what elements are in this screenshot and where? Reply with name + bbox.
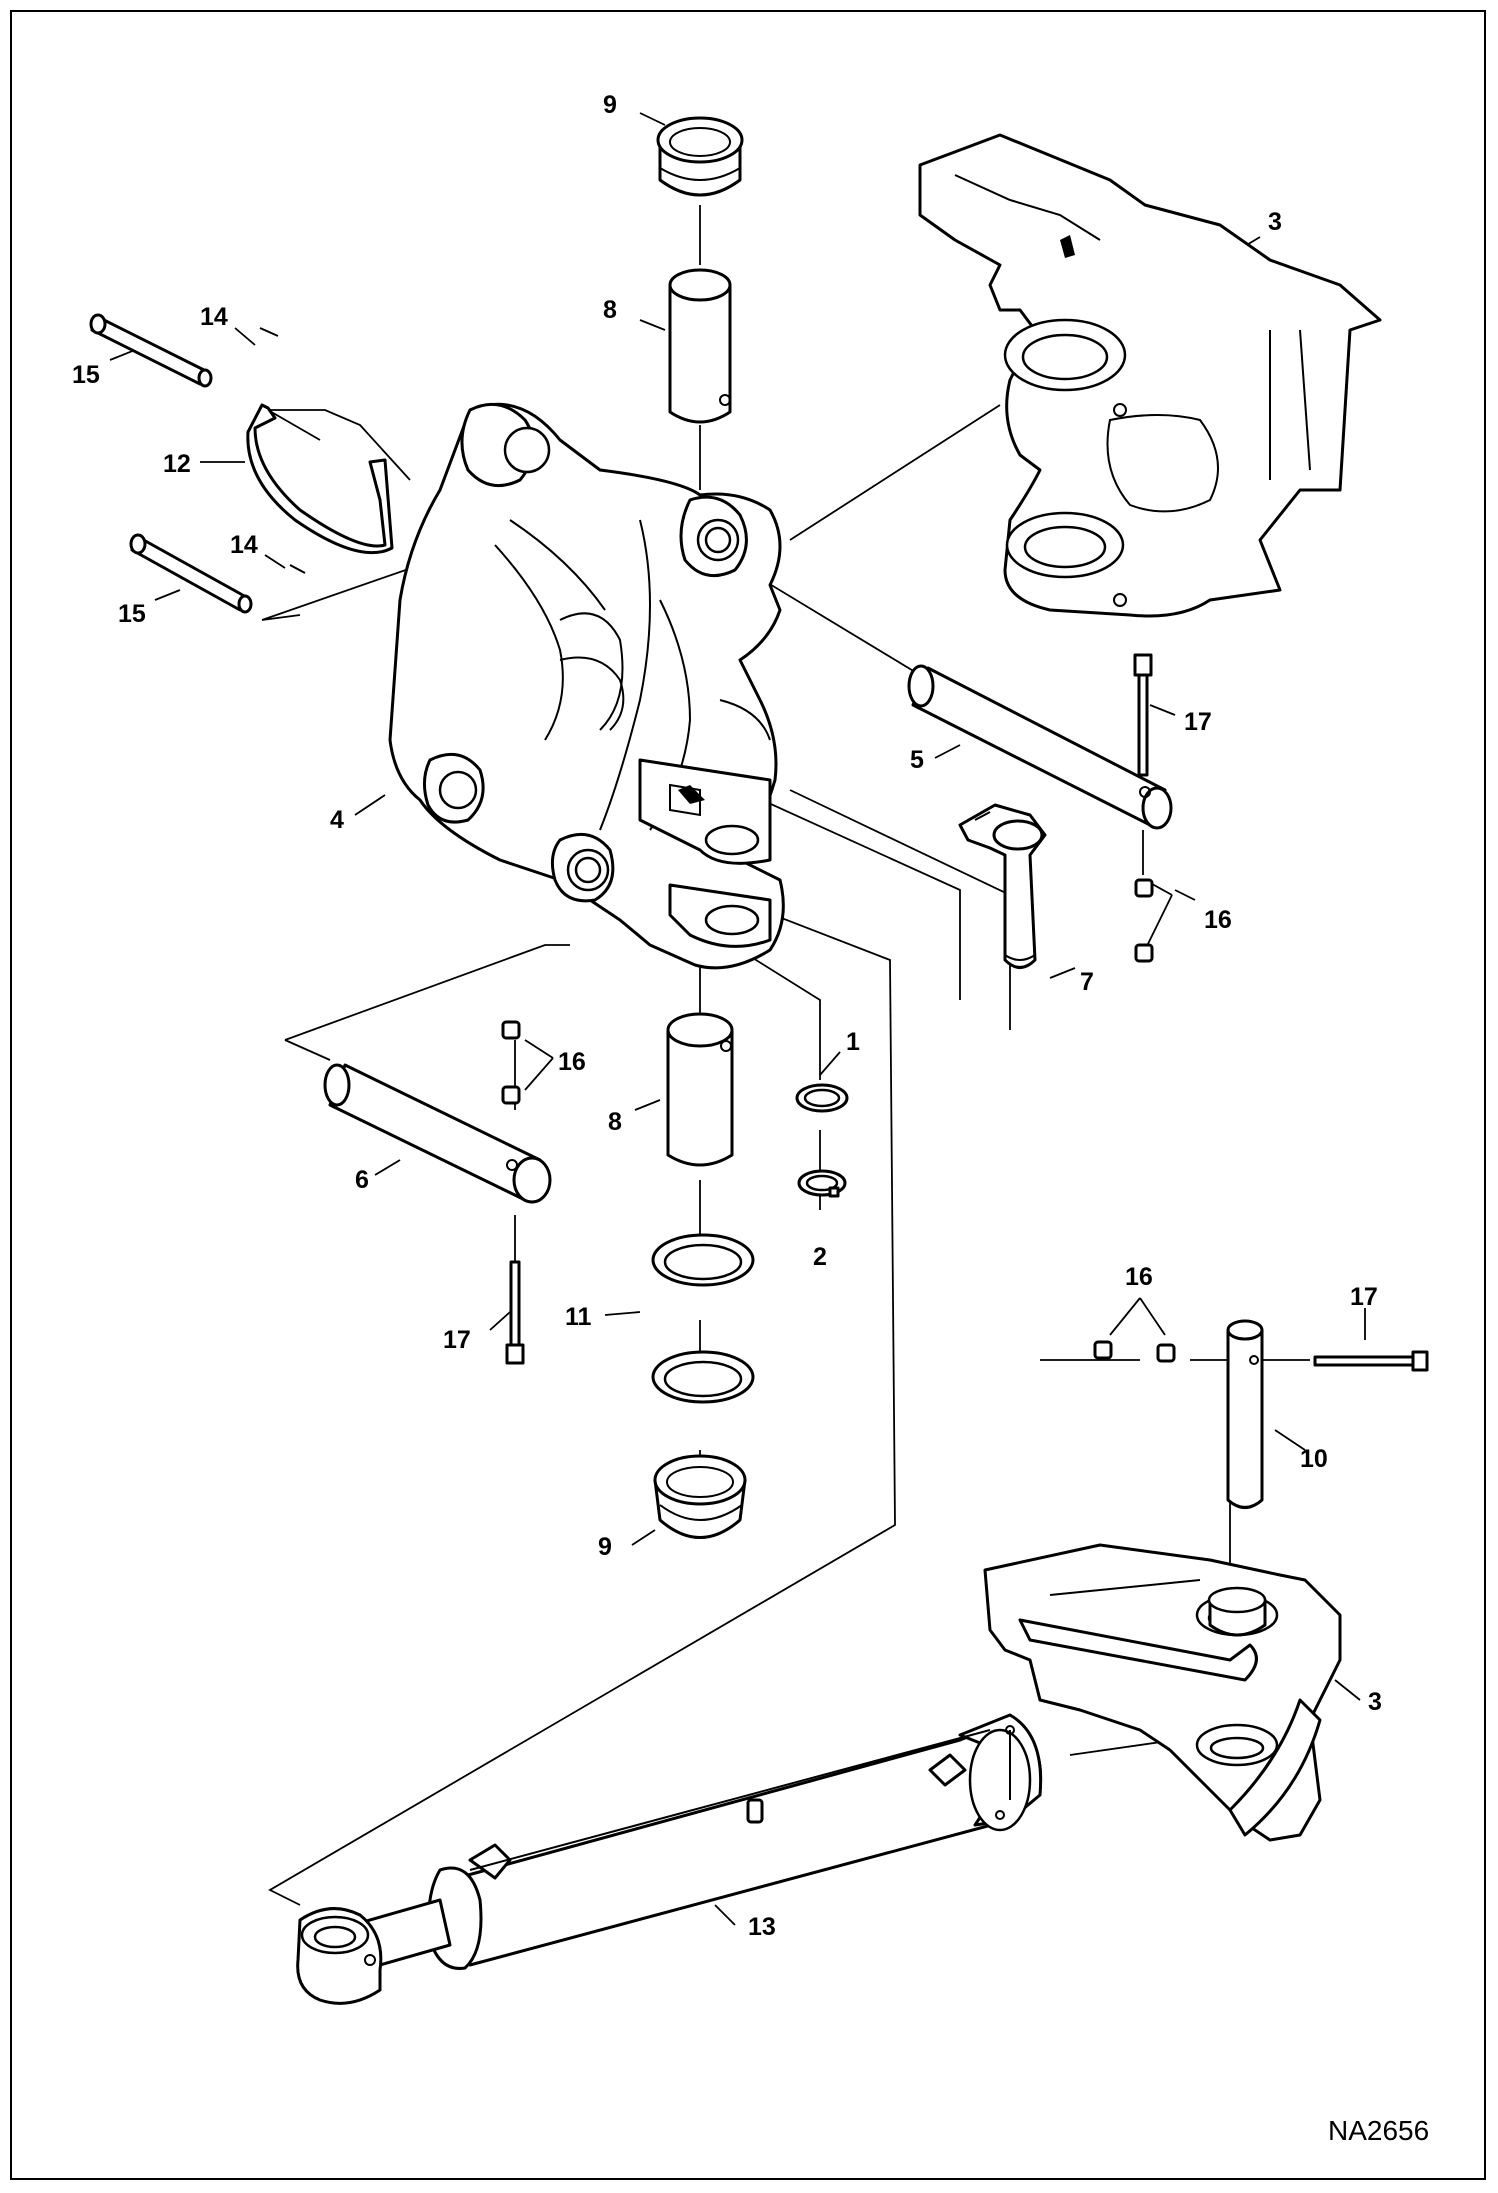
callout-15-top: 15: [72, 361, 100, 389]
callout-11: 11: [565, 1303, 592, 1331]
pin-part-5: [907, 664, 1173, 830]
snap-ring-part-1: [795, 1083, 849, 1113]
callout-9-top: 9: [603, 91, 617, 119]
callout-2: 2: [813, 1243, 827, 1271]
bushing-part-9-bottom: [653, 1454, 747, 1539]
callout-1: 1: [846, 1028, 860, 1056]
bolt-part-17-left: [505, 1260, 525, 1365]
frame-part-3-bottom: [983, 1543, 1342, 1842]
pin-part-15-middle: [129, 533, 253, 614]
nut-part-16-lower-b: [1156, 1343, 1176, 1363]
pin-part-7: [958, 803, 1047, 969]
nut-part-16-right-b: [1134, 943, 1154, 963]
callout-8-top: 8: [603, 296, 617, 324]
nut-part-16-left-a: [501, 1020, 521, 1040]
callout-labels: 9 3 8 14 15 12 14 15 17 5 4 16 7 1 16 8 …: [72, 91, 1382, 1941]
callout-7: 7: [1080, 968, 1094, 996]
callout-10: 10: [1300, 1445, 1328, 1473]
nut-part-16-lower-a: [1093, 1340, 1113, 1360]
callout-8-bottom: 8: [608, 1108, 622, 1136]
bolt-part-17-right: [1133, 653, 1153, 777]
callout-14-top: 14: [200, 303, 228, 331]
callout-17-lower: 17: [1350, 1283, 1378, 1311]
callout-6: 6: [355, 1166, 369, 1194]
callout-9-bottom: 9: [598, 1533, 612, 1561]
pin-part-8-bottom: [666, 1012, 734, 1167]
nut-part-16-left-b: [501, 1085, 521, 1105]
callout-15-middle: 15: [118, 600, 146, 628]
callout-4: 4: [330, 806, 344, 834]
nut-part-16-right-a: [1134, 878, 1154, 898]
cylinder-part-13: [296, 1713, 1043, 2005]
callout-14-middle: 14: [230, 531, 258, 559]
cotter-part-14-middle: [289, 564, 306, 574]
bushing-part-9-top: [656, 116, 744, 197]
washer-part-11-upper: [651, 1233, 755, 1287]
pin-part-10: [1226, 1319, 1264, 1509]
washer-part-11-lower: [651, 1350, 755, 1404]
callout-16-left: 16: [558, 1048, 586, 1076]
callout-13: 13: [748, 1913, 776, 1941]
drawing-code: NA2656: [1328, 2115, 1429, 2146]
circlip-part-2: [797, 1169, 847, 1198]
bolt-part-17-lower: [1313, 1350, 1429, 1372]
callout-3-bottom: 3: [1368, 1688, 1382, 1716]
callout-12: 12: [163, 450, 191, 478]
callout-16-right: 16: [1204, 906, 1232, 934]
callout-16-lower: 16: [1125, 1263, 1153, 1291]
swing-casting-part-4: [388, 402, 785, 970]
callout-17-left: 17: [443, 1326, 471, 1354]
pin-part-6: [323, 1063, 552, 1204]
bracket-part-12: [246, 403, 394, 555]
frame-part-3-top: [918, 133, 1382, 618]
cotter-part-14-top: [259, 327, 279, 337]
drawing-border: [10, 10, 1486, 2180]
pin-part-8-top: [668, 268, 732, 424]
callout-3-top: 3: [1268, 208, 1282, 236]
callout-5: 5: [910, 746, 924, 774]
callout-17-right: 17: [1184, 708, 1212, 736]
pin-part-15-top: [89, 313, 213, 388]
